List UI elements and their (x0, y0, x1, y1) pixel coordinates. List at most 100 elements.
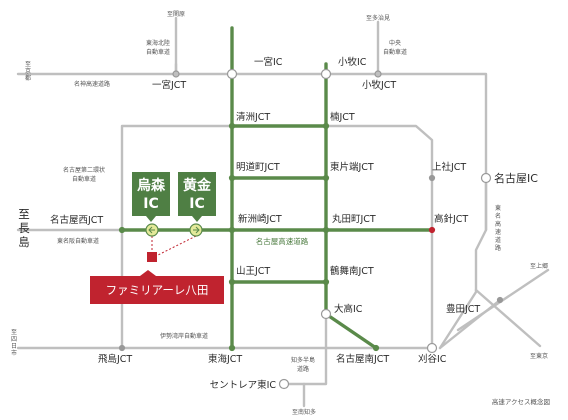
tobishima-jct-node (118, 344, 126, 352)
gray-road-network (16, 16, 550, 408)
torimori-ic-sign: 烏森 IC (132, 172, 170, 222)
label-nagoya-nishi-jct: 名古屋西JCT (50, 214, 103, 226)
label-chuo-1: 中央 (389, 39, 401, 47)
chita-road (282, 346, 328, 386)
yokV-char: 日 (11, 343, 17, 350)
label-to-tajimi: 至多治見 (366, 14, 390, 22)
label-higashi-meihan: 東名阪自動車道 (57, 237, 99, 245)
label-to-nagashima-3: 島 (18, 235, 30, 249)
label-to-nagashima-1: 至 (18, 207, 30, 221)
label-marutamachi-jct: 丸田町JCT (332, 213, 376, 225)
kogane-ic-sign: 黄金 IC (178, 172, 216, 222)
nagoya-ic-node (480, 172, 492, 184)
property-link-lines (151, 235, 197, 257)
kiyosu-jct-node (228, 122, 236, 130)
centrair-ic-node (278, 378, 290, 390)
label-toyota-jct: 豊田JCT (446, 303, 480, 315)
label-to-kyoto-1: 至 (25, 61, 31, 68)
kogane-line1: 黄金 (183, 177, 212, 194)
label-kiyosu-jct: 清洲JCT (236, 111, 270, 123)
tokai-jct-node (228, 344, 236, 352)
tsurumaiminami-jct-node (322, 278, 330, 286)
label-ichinomiya-ic: 一宮IC (254, 56, 283, 68)
kogane-line2: IC (189, 196, 204, 212)
sanno-jct-node (228, 278, 236, 286)
label-tokai-hokuriku-2: 自動車道 (146, 48, 170, 56)
label-chita-1: 知多半島 (291, 356, 315, 364)
label-to-kyoto-2: 京 (25, 67, 31, 75)
label-tokai-hokuriku-1: 東海北陸 (146, 39, 170, 47)
torimori-line1: 烏森 (137, 177, 166, 194)
label-meishin: 名神高速道路 (74, 80, 110, 88)
tomeiV-char: 東 (495, 204, 501, 212)
tomeiV-char: 路 (495, 244, 501, 252)
label-to-nagashima-2: 長 (18, 221, 30, 235)
label-higashikataha-jct: 東片端JCT (330, 161, 374, 173)
label-tobishima-jct: 飛島JCT (98, 353, 132, 365)
yokV-char: 市 (11, 349, 17, 357)
label-2nd-ring-2: 自動車道 (72, 175, 96, 183)
toyota-jct-node (496, 296, 504, 304)
nagoya-minami-jct-node (372, 344, 380, 352)
ichinomiya-jct-node (172, 70, 180, 78)
ic-markers (145, 223, 203, 237)
label-isewangan: 伊勢湾岸自動車道 (160, 332, 208, 340)
label-to-sekigahara: 至関原 (167, 11, 185, 18)
torimori-line2: IC (143, 196, 158, 212)
property-name: ファミリアーレ八田 (106, 283, 209, 297)
property-location-marker (147, 252, 157, 262)
tomeiV-char: 名 (495, 212, 501, 220)
takabari-jct-node (428, 226, 436, 234)
label-tsurumaiminami-jct: 鶴舞南JCT (330, 265, 374, 277)
kamiyashiro-jct-node (428, 174, 436, 182)
map-labels: 至関原 至多治見 東海北陸 自動車道 中央 自動車道 至 京 都 名神高速道路 … (11, 11, 550, 416)
tomeiV-char: 速 (495, 229, 501, 236)
meishin-road (16, 72, 488, 350)
label-to-tokyo: 至東京 (530, 352, 548, 360)
property-label: ファミリアーレ八田 (90, 270, 224, 304)
label-shinsuzaki-jct: 新洲崎JCT (238, 213, 282, 225)
label-nagoya-minami-jct: 名古屋南JCT (336, 353, 389, 365)
label-to-minamichita: 至南知多 (292, 408, 316, 416)
tomeiV-char: 高 (495, 220, 501, 228)
label-centrair-ic: セントレア東IC (210, 379, 277, 391)
label-nagoya-ic: 名古屋IC (494, 171, 538, 185)
label-chuo-2: 自動車道 (383, 48, 407, 56)
label-myodocho-jct: 明道町JCT (236, 161, 280, 173)
label-sanno-jct: 山王JCT (236, 266, 270, 277)
ichinomiya-ic-node (226, 68, 238, 80)
label-komaki-jct: 小牧JCT (362, 79, 396, 91)
odaka-ic-node (320, 308, 332, 320)
junction-nodes (118, 68, 504, 390)
komaki-ic-node (320, 68, 332, 80)
map-caption: 高速アクセス概念図 (492, 397, 550, 406)
label-komaki-ic: 小牧IC (338, 56, 367, 68)
myodocho-jct-node (228, 174, 236, 182)
kusunoki-jct-node (322, 122, 330, 130)
yokV-char: 四 (11, 336, 17, 343)
toyota-cross-b (474, 288, 542, 348)
komaki-jct-node (374, 70, 382, 78)
label-tokai-jct: 東海JCT (208, 353, 242, 365)
label-nagoya-expwy: 名古屋高速道路 (256, 236, 309, 246)
tomeiV-char: 道 (495, 236, 501, 244)
higashikataha-jct-node (322, 174, 330, 182)
label-kariya-ic: 刈谷IC (418, 353, 447, 365)
label-odaka-ic: 大高IC (334, 303, 363, 315)
nagoya-nishi-jct-node (118, 226, 126, 234)
label-to-kyoto-3: 都 (25, 74, 31, 82)
label-chita-2: 道路 (297, 365, 309, 373)
label-2nd-ring-1: 名古屋第二環状 (63, 166, 105, 174)
green-road-network (120, 26, 434, 350)
label-takabari-jct: 高針JCT (434, 213, 468, 225)
marutamachi-jct-node (322, 226, 330, 234)
yokV-char: 至 (11, 329, 17, 336)
label-kusunoki-jct: 楠JCT (330, 111, 355, 123)
label-ichinomiya-jct: 一宮JCT (152, 79, 186, 91)
expwy-east-kink (324, 312, 378, 350)
label-kamiyashiro-jct: 上社JCT (432, 161, 466, 173)
label-to-kamigo: 至上郷 (530, 262, 548, 270)
